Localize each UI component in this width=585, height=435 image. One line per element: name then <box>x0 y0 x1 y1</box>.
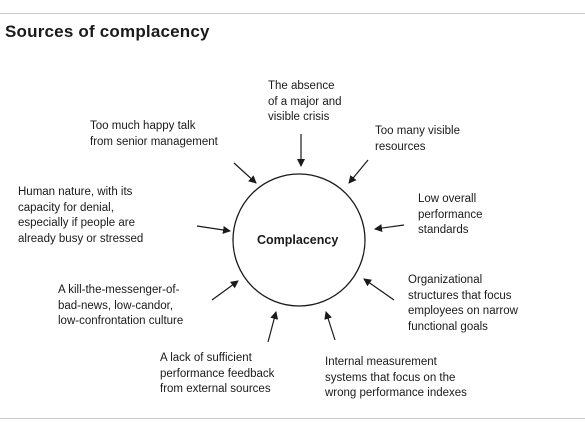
bottom-divider <box>0 418 585 419</box>
source-internal-measurement: Internal measurement systems that focus … <box>325 356 467 399</box>
arrow-human-nature <box>196 225 231 234</box>
source-low-standards: Low overall performance standards <box>418 193 483 236</box>
source-absence-of-crisis: The absence of a major and visible crisi… <box>268 80 342 123</box>
arrow-internal-measurement <box>324 311 336 341</box>
arrow-visible-resources <box>348 159 369 184</box>
arrow-happy-talk <box>233 162 257 184</box>
complacency-circle <box>232 173 366 307</box>
source-kill-the-messenger: A kill-the-messenger-of- bad-news, low-c… <box>58 284 184 327</box>
arrow-external-feedback <box>267 311 279 343</box>
source-organizational-structures: Organizational structures that focus emp… <box>408 274 518 333</box>
diagram-title: Sources of complacency <box>5 22 210 41</box>
source-visible-resources: Too many visible resources <box>375 125 461 153</box>
center-label-complacency: Complacency <box>257 233 339 247</box>
top-divider <box>0 13 585 14</box>
source-happy-talk: Too much happy talk from senior manageme… <box>90 120 218 148</box>
arrow-low-standards <box>374 224 405 233</box>
arrow-kill-the-messenger <box>211 280 239 301</box>
source-external-feedback: A lack of sufficient performance feedbac… <box>160 352 275 395</box>
arrow-organizational-structures <box>363 278 395 301</box>
source-human-nature: Human nature, with its capacity for deni… <box>18 186 144 245</box>
